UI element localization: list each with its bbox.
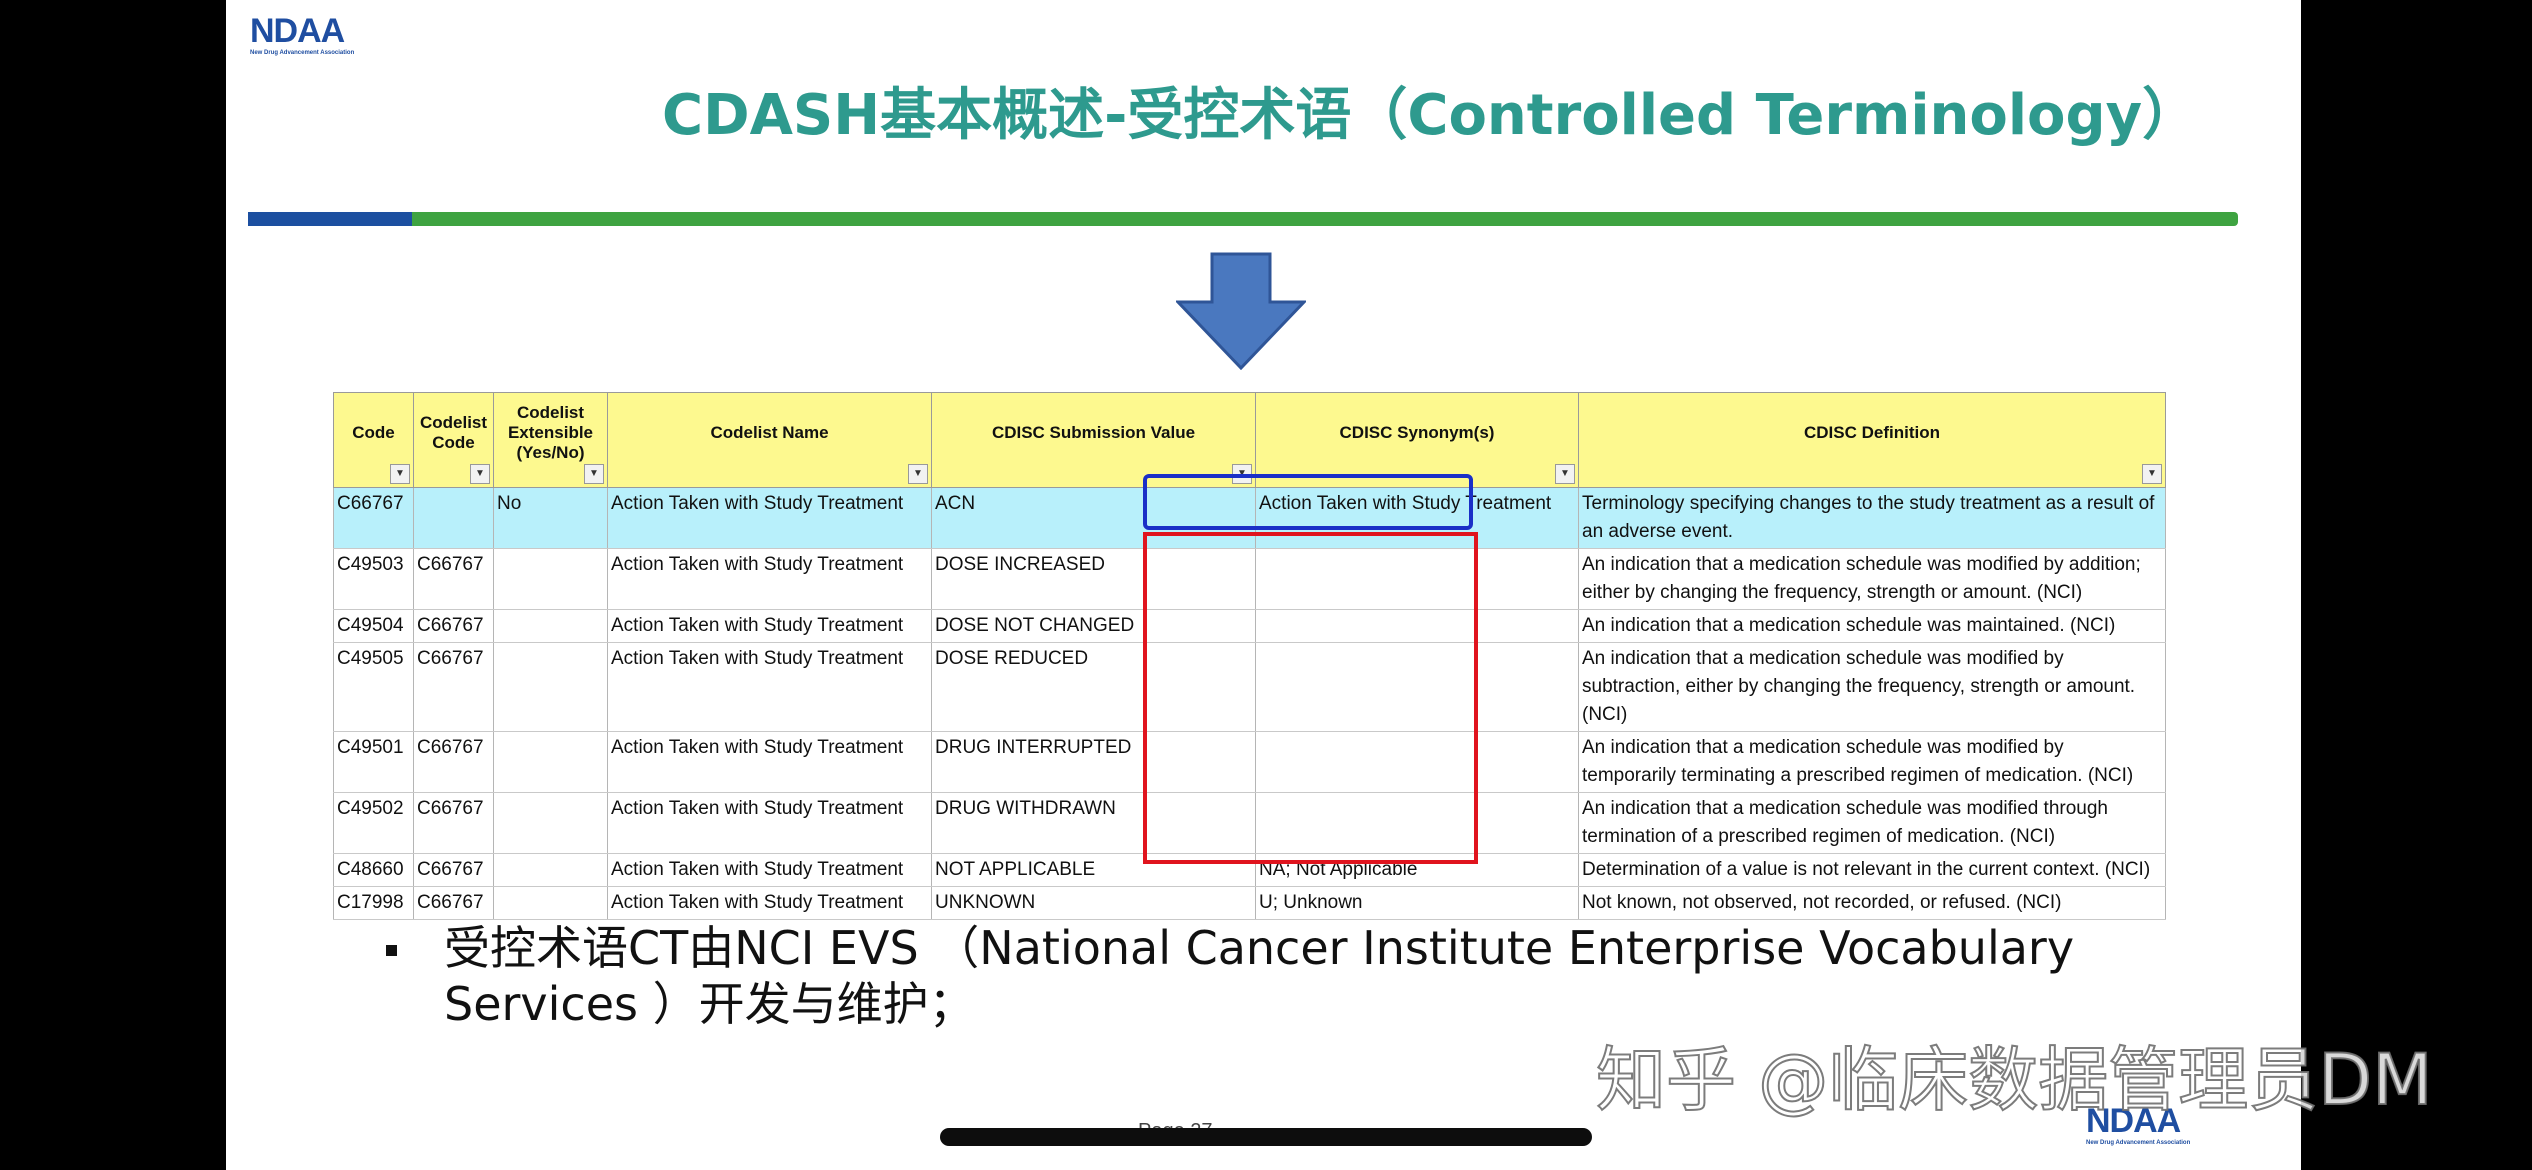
cell-synonyms[interactable]: [1255, 548, 1579, 610]
cell-code[interactable]: C66767: [333, 487, 414, 549]
cell-submission-value[interactable]: UNKNOWN: [931, 886, 1256, 920]
table-row: C49503 C66767 Action Taken with Study Tr…: [333, 548, 2166, 610]
home-indicator-bar[interactable]: [940, 1128, 1592, 1146]
controlled-terminology-table: Code▼ Codelist Code▼ Codelist Extensible…: [333, 392, 2166, 920]
header-definition: CDISC Definition▼: [1578, 392, 2166, 488]
cell-codelist-code[interactable]: C66767: [413, 792, 494, 854]
dropdown-arrow-icon[interactable]: ▼: [2142, 464, 2162, 484]
cell-synonyms[interactable]: [1255, 731, 1579, 793]
dropdown-arrow-icon[interactable]: ▼: [1555, 464, 1575, 484]
ndaa-logo-bottom: NDAA New Drug Advancement Association: [2086, 1104, 2190, 1146]
cell-synonyms[interactable]: U; Unknown: [1255, 886, 1579, 920]
cell-submission-value[interactable]: DRUG WITHDRAWN: [931, 792, 1256, 854]
cell-definition[interactable]: An indication that a medication schedule…: [1578, 731, 2166, 793]
cell-synonyms[interactable]: Action Taken with Study Treatment: [1255, 487, 1579, 549]
cell-codelist-code[interactable]: C66767: [413, 886, 494, 920]
divider-blue-segment: [248, 212, 412, 226]
cell-definition[interactable]: An indication that a medication schedule…: [1578, 609, 2166, 643]
cell-codelist-name[interactable]: Action Taken with Study Treatment: [607, 731, 932, 793]
header-codelist-code: Codelist Code▼: [413, 392, 494, 488]
cell-definition[interactable]: An indication that a medication schedule…: [1578, 642, 2166, 732]
divider-green-segment: [412, 212, 2238, 226]
cell-extensible[interactable]: [493, 731, 608, 793]
cell-synonyms[interactable]: [1255, 792, 1579, 854]
cell-codelist-name[interactable]: Action Taken with Study Treatment: [607, 792, 932, 854]
header-code: Code▼: [333, 392, 414, 488]
table-header-row: Code▼ Codelist Code▼ Codelist Extensible…: [333, 392, 2166, 488]
zhihu-watermark: 知乎 @临床数据管理员DM: [1595, 1038, 2434, 1122]
header-codelist-extensible: Codelist Extensible (Yes/No)▼: [493, 392, 608, 488]
cell-definition[interactable]: Determination of a value is not relevant…: [1578, 853, 2166, 887]
header-submission-value: CDISC Submission Value▼: [931, 392, 1256, 488]
cell-submission-value[interactable]: DOSE NOT CHANGED: [931, 609, 1256, 643]
cell-code[interactable]: C49505: [333, 642, 414, 732]
cell-extensible[interactable]: [493, 853, 608, 887]
cell-extensible[interactable]: [493, 792, 608, 854]
cell-synonyms[interactable]: [1255, 609, 1579, 643]
cell-codelist-code[interactable]: C66767: [413, 853, 494, 887]
cell-definition[interactable]: Terminology specifying changes to the st…: [1578, 487, 2166, 549]
table-row: C49504 C66767 Action Taken with Study Tr…: [333, 609, 2166, 643]
cell-code[interactable]: C49503: [333, 548, 414, 610]
dropdown-arrow-icon[interactable]: ▼: [390, 464, 410, 484]
cell-submission-value[interactable]: ACN: [931, 487, 1256, 549]
ndaa-logo-top: NDAA New Drug Advancement Association: [250, 14, 354, 56]
cell-synonyms[interactable]: NA; Not Applicable: [1255, 853, 1579, 887]
cell-codelist-name[interactable]: Action Taken with Study Treatment: [607, 548, 932, 610]
cell-extensible[interactable]: No: [493, 487, 608, 549]
highlight-box-blue: [1143, 474, 1473, 530]
dropdown-arrow-icon[interactable]: ▼: [584, 464, 604, 484]
title-divider-bar: [248, 212, 2238, 226]
table-row: C17998 C66767 Action Taken with Study Tr…: [333, 886, 2166, 920]
cell-extensible[interactable]: [493, 642, 608, 732]
table-row: C49502 C66767 Action Taken with Study Tr…: [333, 792, 2166, 854]
slide: NDAA New Drug Advancement Association CD…: [226, 0, 2301, 1170]
cell-submission-value[interactable]: DRUG INTERRUPTED: [931, 731, 1256, 793]
cell-codelist-code[interactable]: C66767: [413, 609, 494, 643]
cell-code[interactable]: C49501: [333, 731, 414, 793]
dropdown-arrow-icon[interactable]: ▼: [470, 464, 490, 484]
logo-mark: NDAA: [2086, 1102, 2181, 1140]
cell-codelist-code[interactable]: C66767: [413, 642, 494, 732]
bullet-line-1: 受控术语CT由NCI EVS （National Cancer Institut…: [444, 921, 2075, 975]
cell-codelist-name[interactable]: Action Taken with Study Treatment: [607, 886, 932, 920]
cell-code[interactable]: C49502: [333, 792, 414, 854]
cell-codelist-name[interactable]: Action Taken with Study Treatment: [607, 642, 932, 732]
cell-submission-value[interactable]: DOSE REDUCED: [931, 642, 1256, 732]
bullet-text: 受控术语CT由NCI EVS （National Cancer Institut…: [444, 920, 2104, 1032]
cell-codelist-code[interactable]: [413, 487, 494, 549]
bullet-line-2: Services ）开发与维护；: [444, 977, 975, 1031]
cell-definition[interactable]: An indication that a medication schedule…: [1578, 548, 2166, 610]
table-row: C49505 C66767 Action Taken with Study Tr…: [333, 642, 2166, 732]
cell-definition[interactable]: An indication that a medication schedule…: [1578, 792, 2166, 854]
cell-codelist-name[interactable]: Action Taken with Study Treatment: [607, 853, 932, 887]
cell-submission-value[interactable]: NOT APPLICABLE: [931, 853, 1256, 887]
logo-mark: NDAA: [250, 12, 345, 50]
logo-subtitle: New Drug Advancement Association: [250, 50, 355, 56]
cell-code[interactable]: C48660: [333, 853, 414, 887]
cell-codelist-code[interactable]: C66767: [413, 548, 494, 610]
cell-definition[interactable]: Not known, not observed, not recorded, o…: [1578, 886, 2166, 920]
cell-extensible[interactable]: [493, 548, 608, 610]
cell-submission-value[interactable]: DOSE INCREASED: [931, 548, 1256, 610]
bullet-square-icon: [386, 945, 397, 956]
table-row: C66767 No Action Taken with Study Treatm…: [333, 487, 2166, 549]
cell-extensible[interactable]: [493, 609, 608, 643]
cell-extensible[interactable]: [493, 886, 608, 920]
table-row: C48660 C66767 Action Taken with Study Tr…: [333, 853, 2166, 887]
dropdown-arrow-icon[interactable]: ▼: [908, 464, 928, 484]
header-synonyms: CDISC Synonym(s)▼: [1255, 392, 1579, 488]
table-row: C49501 C66767 Action Taken with Study Tr…: [333, 731, 2166, 793]
cell-code[interactable]: C49504: [333, 609, 414, 643]
cell-codelist-code[interactable]: C66767: [413, 731, 494, 793]
slide-title: CDASH基本概述-受控术语（Controlled Terminology）: [662, 83, 2199, 148]
cell-codelist-name[interactable]: Action Taken with Study Treatment: [607, 487, 932, 549]
down-arrow-icon: [1176, 252, 1306, 370]
highlight-box-red: [1143, 532, 1478, 864]
header-codelist-name: Codelist Name▼: [607, 392, 932, 488]
cell-code[interactable]: C17998: [333, 886, 414, 920]
logo-subtitle: New Drug Advancement Association: [2086, 1140, 2191, 1146]
cell-codelist-name[interactable]: Action Taken with Study Treatment: [607, 609, 932, 643]
